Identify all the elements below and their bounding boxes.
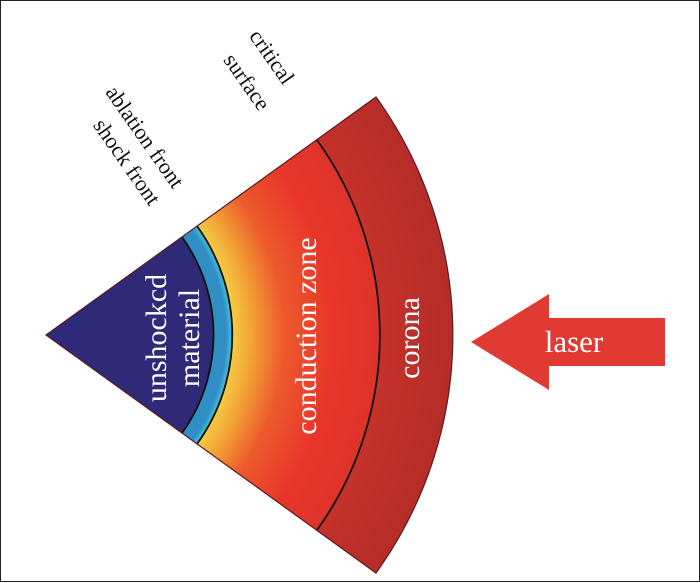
corona-label: corona [393,297,426,379]
unshocked-label-line2: material [173,289,206,387]
ablation-front-line [196,225,234,445]
unshocked-material-region [46,237,214,433]
conduction-zone-label: conduction zone [290,237,323,434]
critical-surface-line [316,139,381,531]
shock-front-line [181,236,215,434]
laser-arrow [471,294,665,390]
sector-outline [44,96,454,574]
unshocked-label-line1: unshockcd [140,274,173,402]
laser-label: laser [545,324,604,359]
